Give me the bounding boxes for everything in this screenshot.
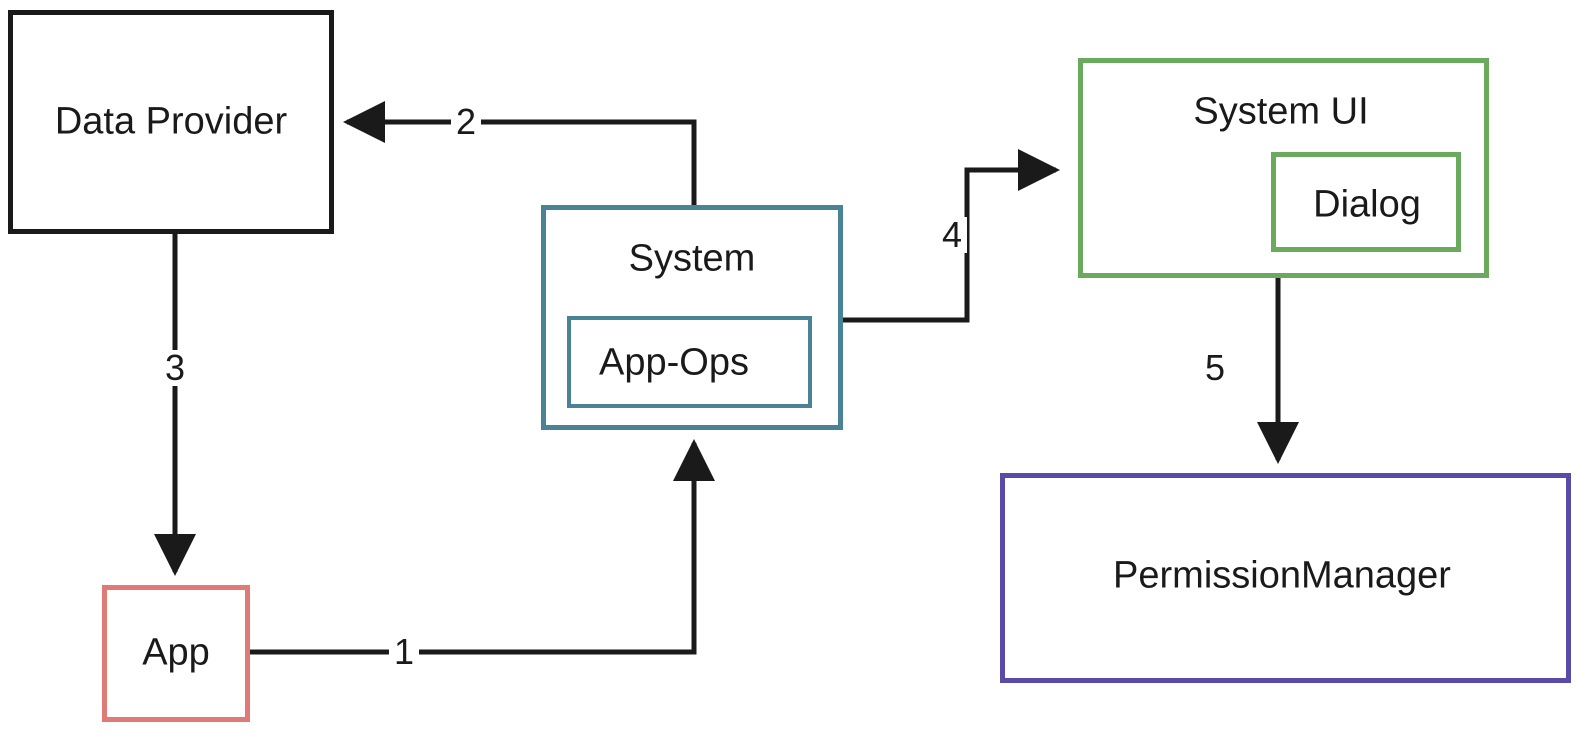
node-box-app[interactable]: [102, 585, 250, 722]
edge-label-edge-3: 3: [159, 350, 191, 386]
node-box-permission-manager[interactable]: [1000, 473, 1571, 683]
node-boxes-group: [8, 10, 1571, 722]
node-box-app-ops[interactable]: [567, 316, 812, 408]
node-box-data-provider[interactable]: [8, 10, 334, 234]
edge-label-edge-4: 4: [936, 217, 968, 253]
edge-path-edge-2[interactable]: [342, 101, 697, 205]
edge-label-edge-1: 1: [388, 634, 420, 670]
node-box-dialog[interactable]: [1271, 152, 1461, 252]
edge-label-edge-2: 2: [450, 104, 482, 140]
edge-label-edge-5: 5: [1199, 350, 1231, 386]
edge-path-edge-1[interactable]: [250, 438, 715, 655]
